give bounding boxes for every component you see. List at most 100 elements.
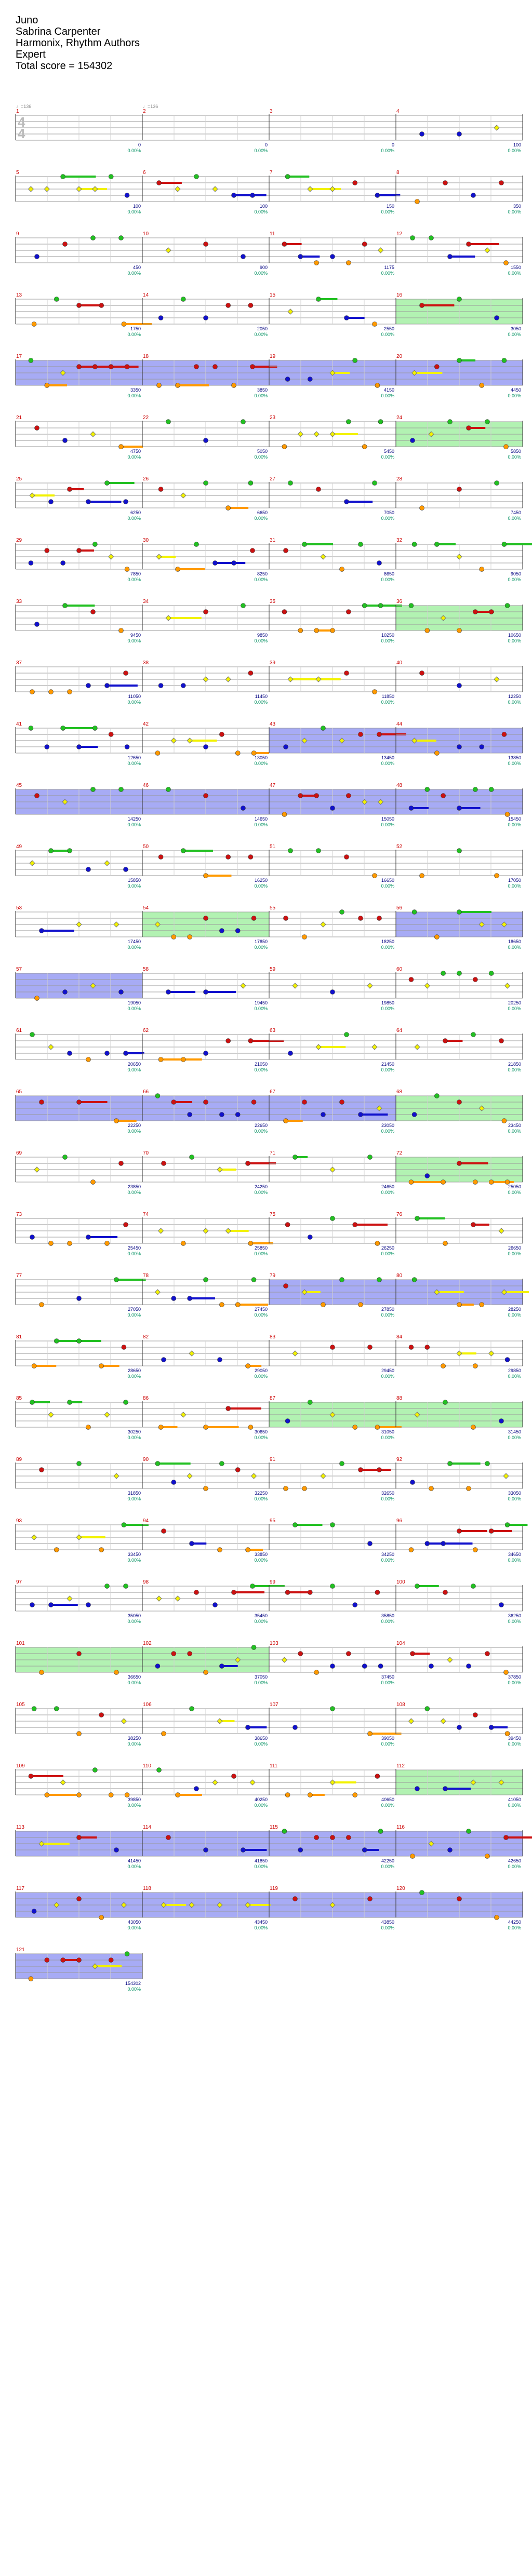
- gem-note: [346, 1835, 351, 1840]
- gem-note: [307, 1400, 313, 1405]
- measure-percent: 0.00%: [381, 761, 394, 766]
- sustain-tail: [417, 1585, 439, 1587]
- measure-percent: 0.00%: [508, 1067, 521, 1072]
- gem-note: [330, 1706, 335, 1711]
- gem-note: [212, 560, 218, 566]
- gem-note: [187, 934, 192, 940]
- cymbal-note: [367, 983, 373, 989]
- measure-score: 33850: [255, 1552, 268, 1557]
- gem-note: [248, 480, 254, 486]
- sustain-tail: [190, 740, 217, 742]
- measure-score: 7450: [511, 510, 521, 515]
- gem-note: [419, 131, 424, 137]
- measure-number: 81: [16, 1334, 22, 1340]
- gem-note: [108, 364, 114, 369]
- sustain-tail: [101, 1365, 119, 1367]
- gem-note: [28, 1976, 34, 1981]
- gem-note: [31, 321, 37, 327]
- cymbal-note: [113, 921, 119, 928]
- gem-note: [108, 732, 114, 737]
- cymbal-note: [440, 615, 446, 621]
- gem-note: [479, 567, 485, 572]
- gem-note: [39, 928, 44, 933]
- measure-score: 100: [513, 142, 521, 147]
- cymbal-note: [456, 554, 462, 560]
- measure-percent: 0.00%: [381, 148, 394, 153]
- gem-note: [123, 1222, 128, 1227]
- gem-note: [54, 1338, 59, 1344]
- gem-note: [302, 1099, 307, 1105]
- measure-number: 101: [16, 1641, 25, 1646]
- gem-note: [189, 1155, 194, 1160]
- gem-note: [288, 1051, 293, 1056]
- gem-note: [378, 603, 383, 608]
- measure-percent: 0.00%: [508, 1558, 521, 1563]
- measure-number: 108: [396, 1702, 405, 1708]
- gem-note: [86, 1057, 91, 1062]
- sustain-tail: [413, 1653, 430, 1655]
- measure-score: 19050: [128, 1000, 141, 1005]
- gem-note: [411, 909, 417, 915]
- gem-note: [314, 260, 319, 265]
- measure-score: 26250: [381, 1245, 394, 1251]
- sustain-tail: [220, 1169, 236, 1171]
- measure-score: 12250: [508, 694, 521, 699]
- gem-note: [180, 683, 186, 688]
- gem-note: [499, 1418, 504, 1424]
- measure-score: 32650: [381, 1491, 394, 1496]
- sustain-tail: [63, 176, 96, 178]
- gem-note: [92, 542, 98, 547]
- gem-note: [503, 260, 509, 265]
- sustain-tail: [161, 1426, 178, 1428]
- measure-number: 59: [270, 967, 276, 972]
- gem-note: [235, 1467, 241, 1472]
- gem-note: [28, 726, 34, 731]
- measure-score: 34250: [381, 1552, 394, 1557]
- measure-number: 105: [16, 1702, 25, 1708]
- sustain-tail: [491, 1181, 514, 1183]
- gem-note: [352, 1222, 358, 1227]
- gem-note: [28, 1774, 34, 1779]
- gem-note: [251, 1277, 257, 1282]
- measure-number: 49: [16, 844, 22, 850]
- gem-note: [321, 1112, 326, 1117]
- gem-note: [44, 1957, 50, 1963]
- gem-note: [330, 1835, 335, 1840]
- sustain-tail: [506, 1836, 532, 1839]
- gem-note: [330, 1584, 335, 1589]
- sustain-tail: [178, 568, 205, 570]
- gem-note: [443, 1241, 448, 1246]
- sustain-tail: [491, 1530, 512, 1532]
- gem-note: [114, 1277, 119, 1282]
- gem-note: [48, 1602, 54, 1607]
- gem-note: [466, 425, 471, 431]
- measure-number: 113: [16, 1824, 24, 1830]
- gem-note: [282, 609, 287, 614]
- gem-note: [67, 689, 72, 694]
- measure-score: 5850: [511, 449, 521, 454]
- gem-note: [203, 438, 208, 443]
- measure-score: 27850: [381, 1307, 394, 1312]
- gem-note: [245, 1725, 250, 1730]
- cymbal-note: [154, 1289, 161, 1295]
- sustain-tail: [121, 446, 143, 448]
- cymbal-note: [315, 1044, 322, 1050]
- measure-percent: 0.00%: [381, 883, 394, 889]
- measure-percent: 0.00%: [127, 1251, 141, 1256]
- sustain-tail: [234, 1591, 265, 1593]
- measure-number: 65: [16, 1089, 22, 1095]
- measure-score: 19450: [255, 1000, 268, 1005]
- gem-note: [219, 732, 224, 737]
- gem-note: [457, 683, 462, 688]
- gem-note: [479, 383, 485, 388]
- sustain-tail: [290, 678, 318, 680]
- cymbal-note: [212, 186, 218, 192]
- gem-note: [378, 1663, 383, 1669]
- gem-note: [104, 1051, 110, 1056]
- measure-score: 5050: [257, 449, 268, 454]
- measure-number: 111: [270, 1763, 278, 1769]
- measure-percent: 0.00%: [127, 1741, 141, 1747]
- sustain-tail: [300, 795, 318, 797]
- measure-percent: 0.00%: [127, 516, 141, 521]
- measure-number: 72: [396, 1150, 403, 1156]
